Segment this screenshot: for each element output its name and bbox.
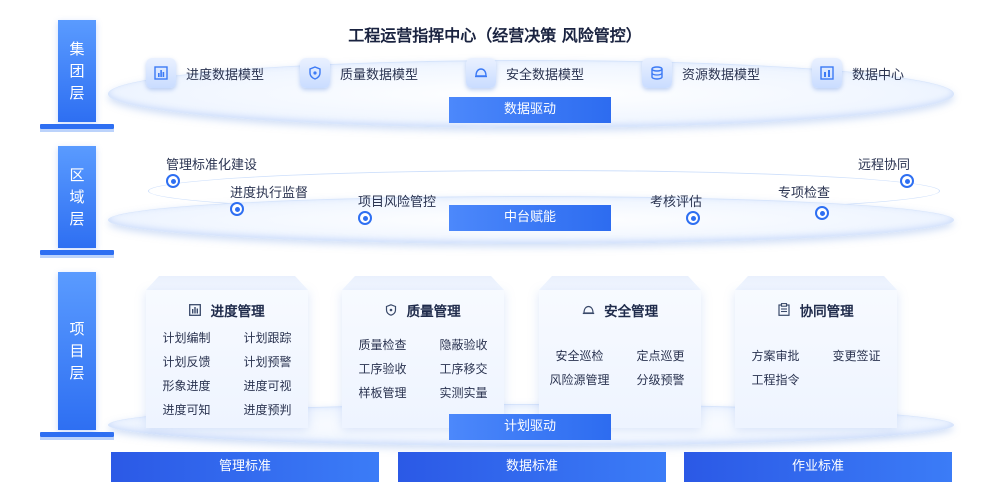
model-label: 进度数据模型 xyxy=(186,67,265,83)
card-item[interactable]: 进度可视 xyxy=(243,379,292,393)
card-item[interactable]: 变更签证 xyxy=(832,349,881,363)
model-label: 安全数据模型 xyxy=(506,67,585,83)
bar-chart-icon xyxy=(146,58,176,88)
region-node[interactable] xyxy=(815,206,829,220)
tier-project-char: 目 xyxy=(69,342,85,360)
card-item[interactable]: 隐蔽验收 xyxy=(439,338,488,352)
model-item[interactable]: 质量数据模型 xyxy=(300,57,418,89)
standard-bar: 数据标准 xyxy=(398,452,666,482)
standard-bar: 作业标准 xyxy=(684,452,952,482)
region-node[interactable] xyxy=(166,174,180,188)
region-node[interactable] xyxy=(686,211,700,225)
card-items: 计划编制 计划跟踪 计划反馈 计划预警 形象进度 进度可视 进度可知 进度预判 xyxy=(146,330,308,418)
region-item-label: 专项检查 xyxy=(778,186,831,201)
card-items: 方案审批 变更签证 工程指令 xyxy=(735,348,897,388)
model-item[interactable]: 进度数据模型 xyxy=(146,57,264,89)
drive-bar-data: 数据驱动 xyxy=(449,97,611,123)
region-node[interactable] xyxy=(900,174,914,188)
region-item-label: 进度执行监督 xyxy=(230,186,309,201)
region-item-label: 远程协同 xyxy=(858,158,911,173)
card-quality[interactable]: 质量管理 质量检查 隐蔽验收 工序验收 工序移交 样板管理 实测实量 xyxy=(342,290,504,428)
tier-region: 区 域 层 xyxy=(58,146,96,248)
shield-icon xyxy=(385,304,401,320)
card-item[interactable]: 安全巡检 xyxy=(555,349,604,363)
card-title-text: 进度管理 xyxy=(210,304,265,320)
card-items: 质量检查 隐蔽验收 工序验收 工序移交 样板管理 实测实量 xyxy=(342,337,504,401)
card-item[interactable]: 计划编制 xyxy=(162,331,211,345)
tier-base-shadow xyxy=(40,437,114,440)
tier-project-char: 层 xyxy=(69,364,85,382)
card-item[interactable]: 实测实量 xyxy=(439,386,488,400)
drive-bar-plan: 计划驱动 xyxy=(449,414,611,440)
card-item[interactable]: 定点巡更 xyxy=(636,349,685,363)
tier-group: 集 团 层 xyxy=(58,20,96,122)
helmet-icon xyxy=(466,58,496,88)
card-item[interactable]: 进度预判 xyxy=(243,403,292,417)
tier-group-char: 团 xyxy=(69,62,85,80)
card-item[interactable]: 质量检查 xyxy=(358,338,407,352)
tier-base xyxy=(40,124,114,129)
region-node[interactable] xyxy=(230,202,244,216)
card-title-text: 安全管理 xyxy=(604,304,659,320)
bar-chart-icon xyxy=(189,304,205,320)
tier-base-shadow xyxy=(40,129,114,132)
card-item[interactable]: 分级预警 xyxy=(636,373,685,387)
model-label: 数据中心 xyxy=(852,67,905,83)
tier-base xyxy=(40,250,114,255)
tier-group-char: 集 xyxy=(69,40,85,58)
card-item[interactable]: 工序验收 xyxy=(358,362,407,376)
standard-bar: 管理标准 xyxy=(111,452,379,482)
model-item[interactable]: 安全数据模型 xyxy=(466,57,584,89)
card-title: 质量管理 xyxy=(342,300,504,320)
model-item[interactable]: 资源数据模型 xyxy=(642,57,760,89)
region-node[interactable] xyxy=(358,211,372,225)
card-item[interactable]: 工程指令 xyxy=(751,373,800,387)
card-item[interactable]: 计划反馈 xyxy=(162,355,211,369)
card-item[interactable]: 工序移交 xyxy=(439,362,488,376)
card-title-text: 质量管理 xyxy=(406,304,461,320)
card-item[interactable]: 风险源管理 xyxy=(549,373,610,387)
model-label: 资源数据模型 xyxy=(682,67,761,83)
tier-region-char: 域 xyxy=(69,188,85,206)
card-title-text: 协同管理 xyxy=(799,304,854,320)
chart-icon xyxy=(812,58,842,88)
shield-icon xyxy=(300,58,330,88)
tier-project-char: 项 xyxy=(69,320,85,338)
database-icon xyxy=(642,58,672,88)
helmet-icon xyxy=(582,304,599,320)
tier-base xyxy=(40,432,114,437)
page-title: 工程运营指挥中心（经营决策 风险管控） xyxy=(348,26,642,45)
card-top xyxy=(342,276,504,290)
region-platform xyxy=(108,196,954,244)
card-title: 协同管理 xyxy=(735,300,897,320)
model-item[interactable]: 数据中心 xyxy=(812,57,904,89)
card-top xyxy=(735,276,897,290)
card-item[interactable]: 计划预警 xyxy=(243,355,292,369)
card-title: 进度管理 xyxy=(146,300,308,320)
card-top xyxy=(146,276,308,290)
card-progress[interactable]: 进度管理 计划编制 计划跟踪 计划反馈 计划预警 形象进度 进度可视 进度可知 … xyxy=(146,290,308,428)
card-top xyxy=(539,276,701,290)
card-safety[interactable]: 安全管理 安全巡检 定点巡更 风险源管理 分级预警 xyxy=(539,290,701,428)
tier-base-shadow xyxy=(40,255,114,258)
card-collab[interactable]: 协同管理 方案审批 变更签证 工程指令 xyxy=(735,290,897,428)
region-item-label: 考核评估 xyxy=(650,195,703,210)
tier-project: 项 目 层 xyxy=(58,272,96,430)
region-item-label: 项目风险管控 xyxy=(358,195,437,210)
tier-region-char: 层 xyxy=(69,210,85,228)
card-title: 安全管理 xyxy=(539,300,701,320)
card-item[interactable]: 形象进度 xyxy=(162,379,211,393)
card-item[interactable]: 进度可知 xyxy=(162,403,211,417)
tier-region-char: 区 xyxy=(69,166,85,184)
card-item[interactable]: 方案审批 xyxy=(751,349,800,363)
tier-group-char: 层 xyxy=(69,84,85,102)
clipboard-icon xyxy=(778,303,794,320)
card-item[interactable]: 样板管理 xyxy=(358,386,407,400)
drive-bar-middle: 中台赋能 xyxy=(449,205,611,231)
region-item-label: 管理标准化建设 xyxy=(166,158,258,173)
model-label: 质量数据模型 xyxy=(340,67,419,83)
card-item[interactable]: 计划跟踪 xyxy=(243,331,292,345)
card-items: 安全巡检 定点巡更 风险源管理 分级预警 xyxy=(539,348,701,388)
